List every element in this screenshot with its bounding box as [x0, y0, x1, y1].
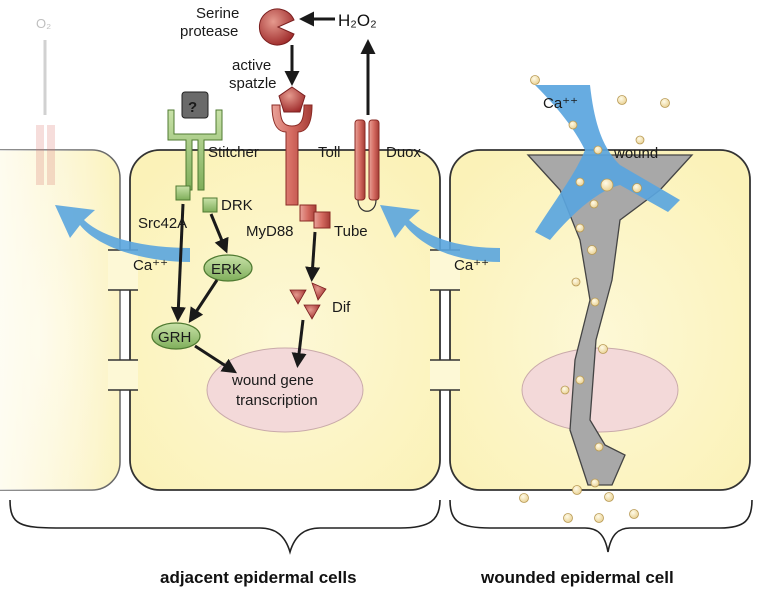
active-label: active [232, 57, 271, 74]
wound-crack [526, 154, 694, 486]
brace-wounded [449, 499, 753, 553]
adjacent-cell-membrane [129, 149, 441, 491]
duox-label: Duox [386, 144, 422, 161]
ca-label-wound: Ca⁺⁺ [543, 95, 578, 112]
myd88-label: MyD88 [246, 223, 294, 240]
wound-gene-label-line1: wound gene [231, 372, 314, 389]
unknown-ligand-label: ? [188, 99, 197, 116]
ca-arrow-mid [380, 205, 500, 262]
drk-label: DRK [221, 197, 253, 214]
ca-arrow-left [55, 205, 190, 262]
calcium-granules [519, 75, 670, 523]
o2-label: O₂ [36, 16, 51, 31]
left-faded-cell: O₂ [0, 16, 121, 491]
dif-label: Dif [332, 299, 351, 316]
spatzle-label: spatzle [229, 75, 277, 92]
toll-receptor [271, 104, 313, 206]
braces [9, 499, 753, 555]
wound-gene-label-line2: transcription [236, 392, 318, 409]
brace-adjacent [9, 499, 441, 555]
erk-label: ERK [211, 261, 242, 278]
grh-oval [151, 322, 201, 350]
erk-oval [203, 254, 253, 282]
serine-protease-icon [258, 8, 295, 46]
faded-duox [36, 40, 55, 185]
adjacent-cells-caption: adjacent epidermal cells [160, 568, 357, 587]
nucleus-adjacent [206, 347, 364, 433]
h2o2-label: H₂O₂ [338, 11, 377, 30]
serine-label: Serine [196, 5, 239, 22]
grh-label: GRH [158, 329, 191, 346]
wound-label: wound [613, 145, 658, 162]
dif-icon [289, 282, 327, 320]
myd88-tube-complex [299, 204, 331, 229]
stitcher-receptor: ? [167, 91, 223, 213]
duox-icon [354, 119, 380, 212]
spatzle-icon [278, 86, 306, 113]
ca-label-mid: Ca⁺⁺ [454, 257, 489, 274]
stitcher-label: Stitcher [208, 144, 259, 161]
ca-label-left: Ca⁺⁺ [133, 257, 168, 274]
nucleus-wounded [521, 347, 679, 433]
toll-label: Toll [318, 144, 341, 161]
wounded-cell-caption: wounded epidermal cell [480, 568, 674, 587]
signaling-arrows [170, 203, 321, 374]
src42a-label: Src42A [138, 215, 187, 232]
tube-label: Tube [334, 223, 368, 240]
protease-label: protease [180, 23, 238, 40]
